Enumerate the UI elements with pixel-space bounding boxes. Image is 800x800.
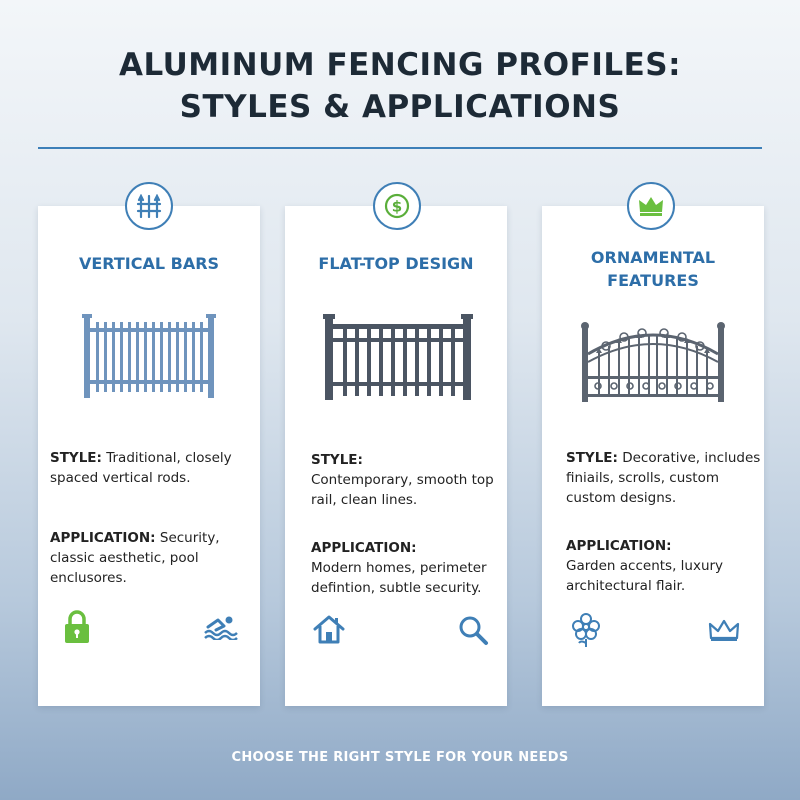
card-title-line: VERTICAL BARS bbox=[78, 254, 220, 273]
style-label: STYLE: bbox=[50, 450, 102, 466]
svg-text:$: $ bbox=[392, 198, 402, 216]
card-title: ORNAMENTAL FEATURES bbox=[542, 246, 764, 292]
application-label: APPLICATION: bbox=[311, 540, 417, 556]
crown-icon bbox=[708, 619, 740, 641]
card-ornamental-features: ORNAMENTAL FEATURES bbox=[542, 206, 764, 706]
fence-badge bbox=[125, 182, 173, 230]
flat-top-fence-illustration bbox=[323, 314, 473, 400]
application-text: Modern homes, perimeter defintion, subtl… bbox=[311, 560, 487, 596]
vertical-bars-fence-illustration bbox=[82, 314, 216, 398]
title-divider bbox=[38, 147, 762, 149]
style-description: STYLE: Decorative, includes finiails, sc… bbox=[566, 448, 762, 508]
application-label: APPLICATION: bbox=[50, 530, 156, 546]
search-icon bbox=[459, 616, 488, 645]
ornamental-fence-illustration bbox=[581, 322, 725, 402]
application-description: APPLICATION: Garden accents, luxury arch… bbox=[566, 536, 762, 596]
style-description: STYLE: Contemporary, smooth top rail, cl… bbox=[311, 450, 501, 510]
dollar-icon: $ bbox=[384, 193, 410, 219]
style-label: STYLE: bbox=[311, 452, 363, 468]
style-text: Traditional, closely spaced vertical rod… bbox=[50, 450, 232, 486]
dollar-badge: $ bbox=[373, 182, 421, 230]
application-text: Security, classic aesthetic, pool enclus… bbox=[50, 530, 220, 586]
card-title-line: ORNAMENTAL bbox=[590, 248, 716, 267]
flower-icon bbox=[572, 613, 600, 647]
crown-icon bbox=[639, 197, 663, 216]
card-title: FLAT-TOP DESIGN bbox=[285, 252, 507, 275]
application-label: APPLICATION: bbox=[566, 538, 672, 554]
style-description: STYLE: Traditional, closely spaced verti… bbox=[50, 448, 255, 488]
page-title-line2: STYLES & APPLICATIONS bbox=[179, 89, 621, 125]
style-text: Decorative, includes finiails, scrolls, … bbox=[566, 450, 761, 506]
swimming-icon bbox=[204, 616, 238, 640]
application-description: APPLICATION: Modern homes, perimeter def… bbox=[311, 538, 501, 598]
page-title: ALUMINUM FENCING PROFILES: STYLES & APPL… bbox=[0, 44, 800, 128]
card-vertical-bars: VERTICAL BARS STYLE: bbox=[38, 206, 260, 706]
style-text: Contemporary, smooth top rail, clean lin… bbox=[311, 472, 494, 508]
application-description: APPLICATION: Security, classic aesthetic… bbox=[50, 528, 255, 588]
fence-icon bbox=[136, 194, 162, 218]
page-title-line1: ALUMINUM FENCING PROFILES: bbox=[118, 47, 682, 83]
card-title-line: FEATURES bbox=[607, 271, 699, 290]
footer-tagline: CHOOSE THE RIGHT STYLE FOR YOUR NEEDS bbox=[231, 750, 569, 765]
application-text: Garden accents, luxury architectural fla… bbox=[566, 558, 724, 594]
crown-badge bbox=[627, 182, 675, 230]
style-label: STYLE: bbox=[566, 450, 618, 466]
card-flat-top-design: FLAT-TOP DESIGN STYLE: Contemporary, smo… bbox=[285, 206, 507, 706]
lock-icon bbox=[65, 610, 89, 643]
card-title-line: FLAT-TOP DESIGN bbox=[318, 254, 474, 273]
card-title: VERTICAL BARS bbox=[38, 252, 260, 275]
home-icon bbox=[313, 615, 345, 644]
